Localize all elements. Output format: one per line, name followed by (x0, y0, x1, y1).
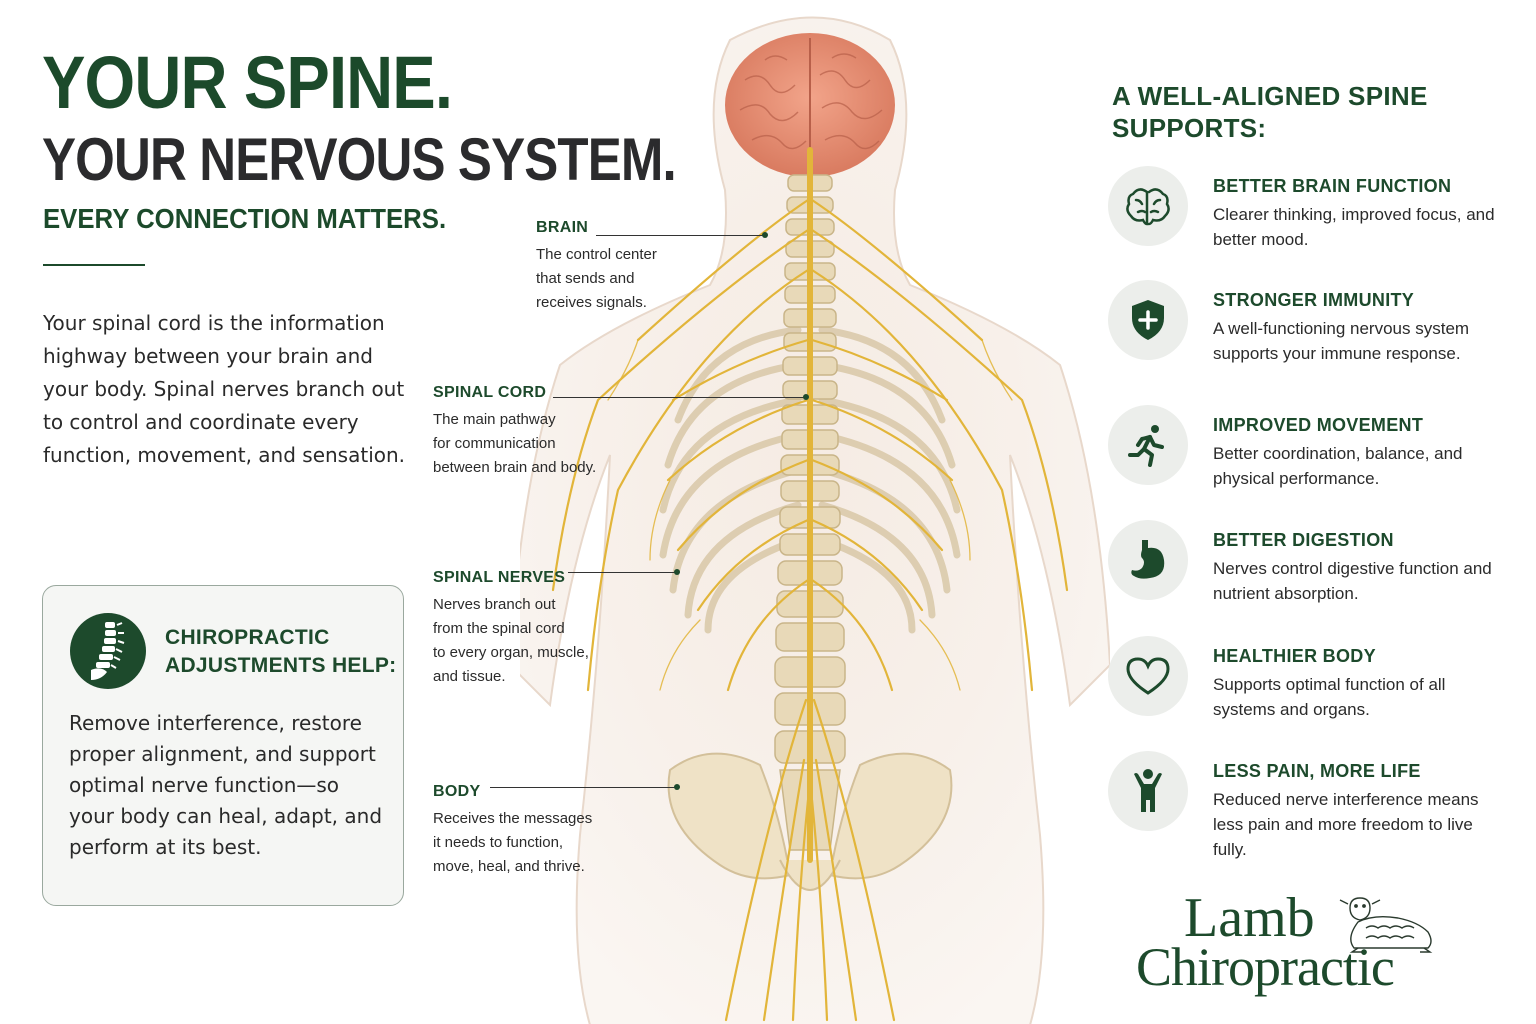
chiropractic-title-line-1: CHIROPRACTIC (165, 626, 330, 649)
callout-line: between brain and body. (433, 459, 597, 476)
spinal-cord-leader-line (553, 397, 805, 398)
callout-line: receives signals. (536, 294, 647, 311)
lamb-icon (1339, 897, 1433, 953)
intro-paragraph: Your spinal cord is the information high… (43, 311, 406, 467)
benefit-title: LESS PAIN, MORE LIFE (1213, 761, 1421, 781)
callout-title: BODY (433, 783, 481, 800)
chiropractic-title: CHIROPRACTIC ADJUSTMENTS HELP: (165, 624, 396, 680)
benefit-title: IMPROVED MOVEMENT (1213, 415, 1424, 435)
callout-line: to every organ, muscle, (433, 644, 589, 661)
shield-icon (1108, 280, 1188, 360)
spine-icon (70, 613, 146, 689)
callout-line: Receives the messages (433, 810, 593, 827)
spinal-nerves-leader-line (568, 572, 676, 573)
runner-icon (1108, 405, 1188, 485)
callout-text: The control center that sends and receiv… (536, 243, 657, 315)
chiropractic-text: Remove interference, restore proper alig… (69, 711, 383, 859)
callout-spinal-nerves: SPINAL NERVES Nerves branch out from the… (433, 569, 589, 689)
headline-your-spine: YOUR SPINE. (42, 41, 453, 124)
callout-line: and tissue. (433, 668, 506, 685)
callout-line: it needs to function, (433, 834, 564, 851)
title-divider (43, 264, 145, 266)
logo-text-lamb: Lamb (1184, 887, 1315, 949)
chiropractic-title-line-2: ADJUSTMENTS HELP: (165, 654, 397, 677)
nerve-network (551, 147, 1069, 1022)
person-arms-up-icon (1108, 751, 1188, 831)
callout-text: The main pathway for communication betwe… (433, 408, 596, 480)
callout-brain: BRAIN The control center that sends and … (536, 219, 657, 315)
benefit-text: A well-functioning nervous system suppor… (1213, 319, 1470, 363)
benefits-heading: A WELL-ALIGNED SPINE SUPPORTS: (1112, 81, 1428, 143)
benefit-title: BETTER BRAIN FUNCTION (1213, 176, 1452, 196)
brain-leader-dot (762, 232, 768, 238)
callout-body: BODY Receives the messages it needs to f… (433, 783, 592, 879)
callout-line: The control center (536, 246, 657, 263)
benefit-title: HEALTHIER BODY (1213, 646, 1376, 666)
spinal-nerves-leader-dot (674, 569, 680, 575)
benefit-title: STRONGER IMMUNITY (1213, 290, 1415, 310)
benefit-title: BETTER DIGESTION (1213, 530, 1394, 550)
benefit-text: Nerves control digestive function and nu… (1213, 559, 1492, 603)
spinal-cord-leader-dot (803, 394, 809, 400)
brain-icon (1108, 166, 1188, 246)
brain-illustration (725, 33, 895, 177)
benefit-text: Reduced nerve interference means less pa… (1213, 790, 1479, 859)
chiropractic-callout-box: CHIROPRACTIC ADJUSTMENTS HELP: Remove in… (42, 585, 404, 906)
lamb-chiropractic-logo: Lamb Chiropractic (1136, 888, 1456, 998)
callout-line: Nerves branch out (433, 596, 556, 613)
body-leader-dot (674, 784, 680, 790)
benefit-text: Supports optimal function of all systems… (1213, 675, 1446, 719)
heart-icon (1108, 636, 1188, 716)
callout-title: BRAIN (536, 219, 589, 236)
callout-line: for communication (433, 435, 556, 452)
logo-text-chiropractic: Chiropractic (1136, 937, 1395, 997)
callout-text: Nerves branch out from the spinal cord t… (433, 593, 589, 689)
callout-spinal-cord: SPINAL CORD The main pathway for communi… (433, 384, 596, 480)
headline-every-connection: EVERY CONNECTION MATTERS. (43, 203, 447, 234)
callout-line: move, heal, and thrive. (433, 858, 585, 875)
callout-text: Receives the messages it needs to functi… (433, 807, 592, 879)
callout-line: The main pathway (433, 411, 556, 428)
callout-title: SPINAL NERVES (433, 569, 566, 586)
pelvis (667, 752, 953, 891)
headline-nervous-system: YOUR NERVOUS SYSTEM. (42, 126, 677, 193)
brain-leader-line (596, 235, 764, 236)
body-leader-line (490, 787, 676, 788)
anatomy-illustration (520, 16, 1110, 1024)
callout-title: SPINAL CORD (433, 384, 547, 401)
callout-line: from the spinal cord (433, 620, 565, 637)
callout-line: that sends and (536, 270, 635, 287)
benefit-text: Clearer thinking, improved focus, and be… (1213, 205, 1495, 249)
stomach-icon (1108, 520, 1188, 600)
benefit-text: Better coordination, balance, and physic… (1213, 444, 1463, 488)
